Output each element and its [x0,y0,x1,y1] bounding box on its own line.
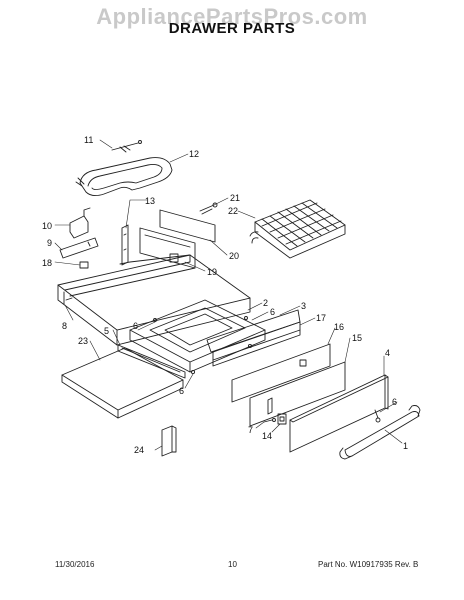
callout-20: 20 [229,251,239,261]
part-1-handle [339,405,421,460]
callout-21: 21 [230,193,240,203]
part-9-bracket [59,237,99,259]
callout-5: 5 [104,326,109,336]
callout-18: 18 [42,258,52,268]
part-2-drawer-tray [129,299,266,373]
callout-9: 9 [47,238,52,248]
page-title: DRAWER PARTS [168,20,296,37]
callout-16: 16 [334,322,344,332]
callout-4: 4 [385,348,390,358]
part-14-clip [277,413,287,425]
part-15-inner-door [249,361,346,427]
part-22-rack [249,199,346,259]
watermark: AppliancePartsPros.com [96,4,368,29]
part-21-screw [199,202,218,215]
callout-24: 24 [134,445,144,455]
callout-10: 10 [42,221,52,231]
callout-6-liner: 6 [133,321,138,331]
callout-3: 3 [301,301,306,311]
callout-7: 7 [248,425,253,435]
part-8-drawer-liner [57,254,251,346]
callout-22: 22 [228,206,238,216]
footer-date: 11/30/2016 [55,560,95,569]
leader-lines [54,139,403,451]
footer-page-number: 10 [228,560,237,569]
part-11-sensor [111,140,142,153]
part-20-vent-baffle [159,209,216,243]
callout-17: 17 [316,313,326,323]
part-13-rear-panel [121,224,129,266]
callout-6-tray: 6 [270,307,275,317]
part-10-bracket [69,207,91,239]
part-23-bottom-panel [61,347,184,419]
callout-6-door: 6 [392,397,397,407]
callout-19: 19 [207,267,217,277]
part-7-screw [263,418,276,423]
callout-11: 11 [84,135,93,145]
callout-13: 13 [145,196,155,206]
part-18-clip [79,261,89,269]
part-6-screw [374,409,381,423]
footer-part-number: Part No. W10917935 Rev. B [318,560,419,569]
callout-12: 12 [189,149,199,159]
callout-15: 15 [352,333,362,343]
part-6-screw-set [153,316,248,375]
callout-23: 23 [78,336,88,346]
part-16-insulation-panel [231,343,331,403]
part-3-front-frame [206,309,301,353]
callout-6-bottom: 6 [179,386,184,396]
callout-14: 14 [262,431,272,441]
part-12-bake-element [75,157,173,197]
callout-1: 1 [403,441,408,451]
part-24-bracket [161,425,177,457]
callout-8: 8 [62,321,67,331]
part-4-outer-door [289,374,389,453]
callout-2: 2 [263,298,268,308]
